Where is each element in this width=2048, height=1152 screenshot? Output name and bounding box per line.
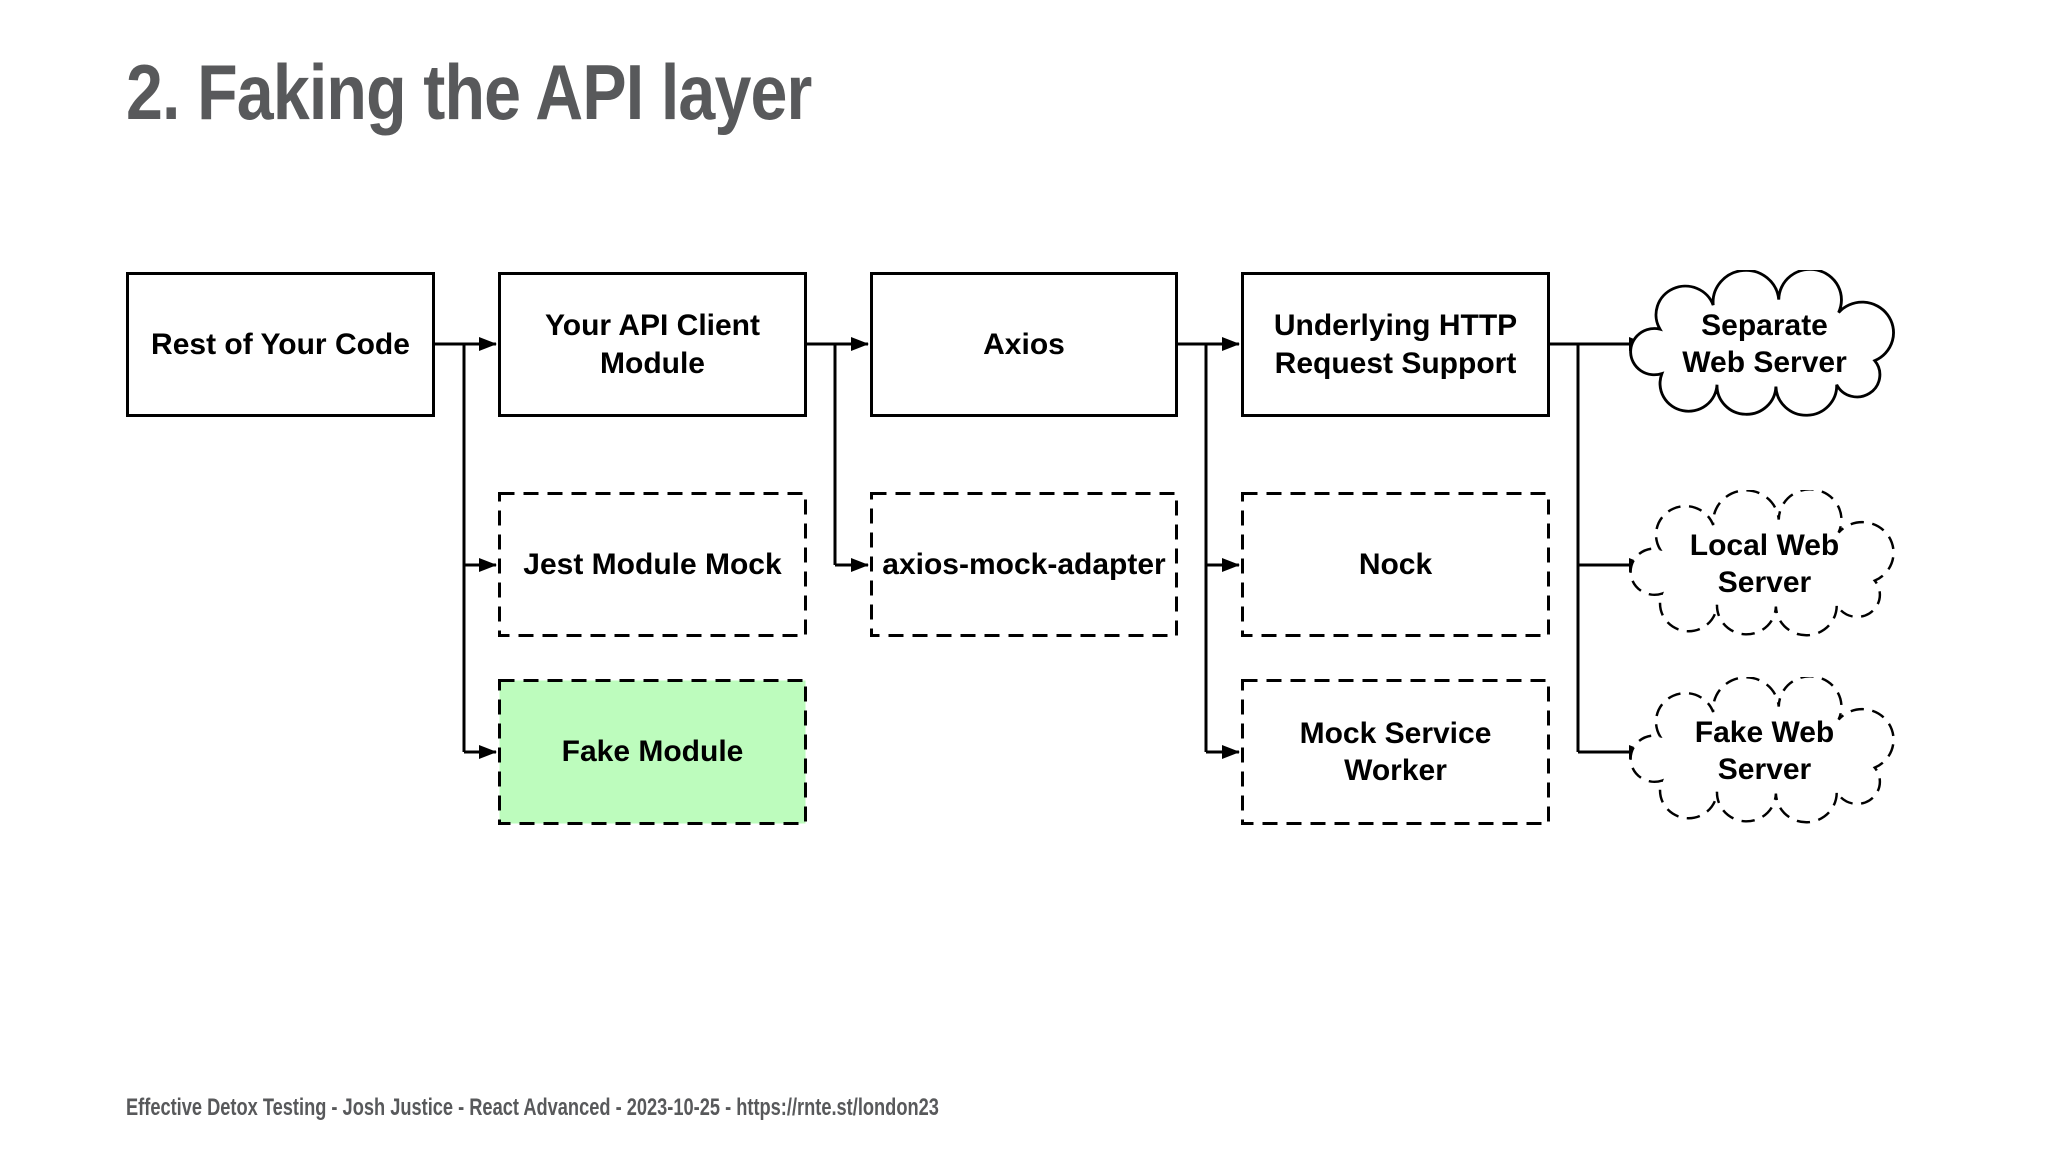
box-shape [498, 492, 807, 637]
box-shape [1241, 679, 1550, 825]
node-label: Local Web Server [1689, 528, 1840, 600]
node-rest-of-your-code: Rest of Your Code [126, 272, 435, 417]
box-shape [1241, 492, 1550, 637]
node-mock-service-worker: Mock Service Worker [1241, 679, 1550, 825]
node-axios-mock-adapter: axios-mock-adapter [870, 492, 1178, 637]
box-shape [870, 272, 1178, 417]
node-label: Underlying HTTP Request Support [1273, 309, 1518, 380]
node-local-web-server: Local Web Server [1622, 490, 1907, 638]
node-your-api-client-module: Your API Client Module [498, 272, 807, 417]
node-jest-module-mock: Jest Module Mock [498, 492, 807, 637]
box-shape [498, 679, 807, 825]
node-underlying-http-request-support: Underlying HTTP Request Support [1241, 272, 1550, 417]
node-label: Nock [1358, 547, 1433, 581]
node-label: Axios [983, 327, 1065, 361]
node-nock: Nock [1241, 492, 1550, 637]
node-label: Separate Web Server [1682, 308, 1847, 380]
node-label: Fake Module [561, 735, 744, 769]
node-label: Fake Web Server [1694, 715, 1835, 787]
node-label: Mock Service Worker [1299, 716, 1492, 788]
cloud-shape [1629, 677, 1895, 824]
box-shape [498, 272, 807, 417]
node-axios: Axios [870, 272, 1178, 417]
node-separate-web-server: Separate Web Server [1622, 270, 1907, 418]
box-shape [126, 272, 435, 417]
cloud-shape [1629, 270, 1895, 417]
node-label: Jest Module Mock [523, 547, 782, 581]
box-shape [870, 492, 1178, 637]
slide-footer: Effective Detox Testing - Josh Justice -… [126, 1094, 939, 1121]
node-label: axios-mock-adapter [882, 547, 1166, 581]
box-shape [1241, 272, 1550, 417]
node-fake-web-server: Fake Web Server [1622, 677, 1907, 825]
node-label: Your API Client Module [544, 309, 760, 380]
cloud-shape [1629, 490, 1895, 637]
node-label: Rest of Your Code [151, 327, 410, 361]
node-fake-module: Fake Module [498, 679, 807, 825]
slide-title: 2. Faking the API layer [126, 48, 812, 136]
